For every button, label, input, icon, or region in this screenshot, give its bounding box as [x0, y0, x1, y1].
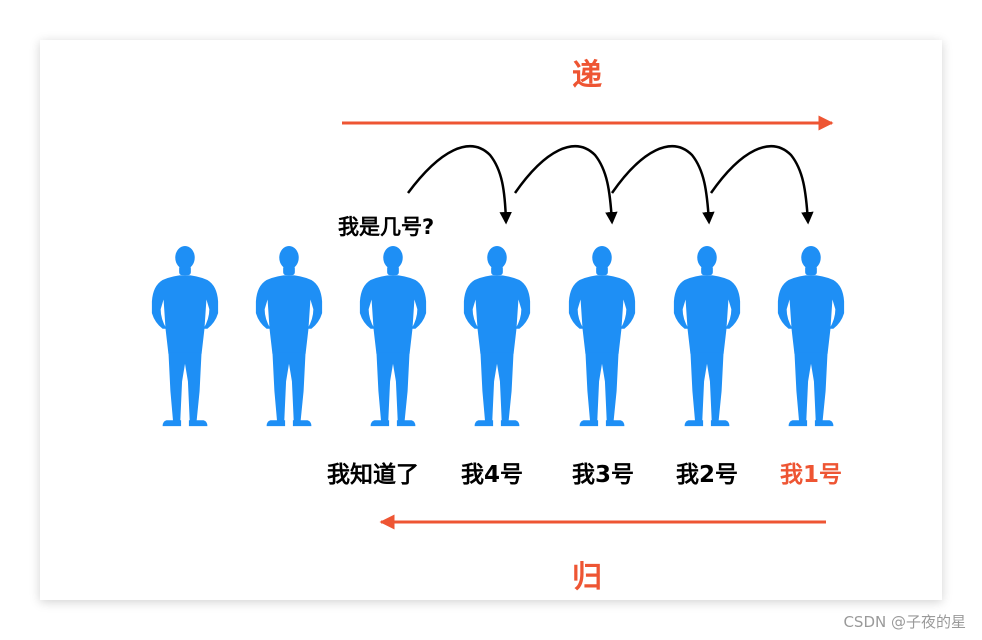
forward-label: 递	[572, 58, 602, 93]
hop-arrow-4	[709, 145, 814, 225]
person-figure	[777, 245, 845, 427]
person-figure	[673, 245, 741, 427]
person-figure	[463, 245, 531, 427]
watermark: CSDN @子夜的星	[843, 613, 966, 631]
question-text: 我是几号?	[338, 215, 435, 239]
person-figure	[359, 245, 427, 427]
hop-arrow-1	[406, 145, 512, 225]
backward-label: 归	[572, 560, 602, 595]
person-label: 我知道了	[327, 462, 419, 488]
person-label-highlight: 我1号	[779, 462, 843, 488]
person-label: 我2号	[675, 462, 739, 488]
person-figure	[255, 245, 323, 427]
person-figure	[568, 245, 636, 427]
person-label: 我4号	[460, 462, 524, 488]
person-label: 我3号	[571, 462, 635, 488]
hop-arrow-2	[513, 145, 618, 225]
hop-arrow-3	[610, 145, 715, 225]
person-figure	[151, 245, 219, 427]
